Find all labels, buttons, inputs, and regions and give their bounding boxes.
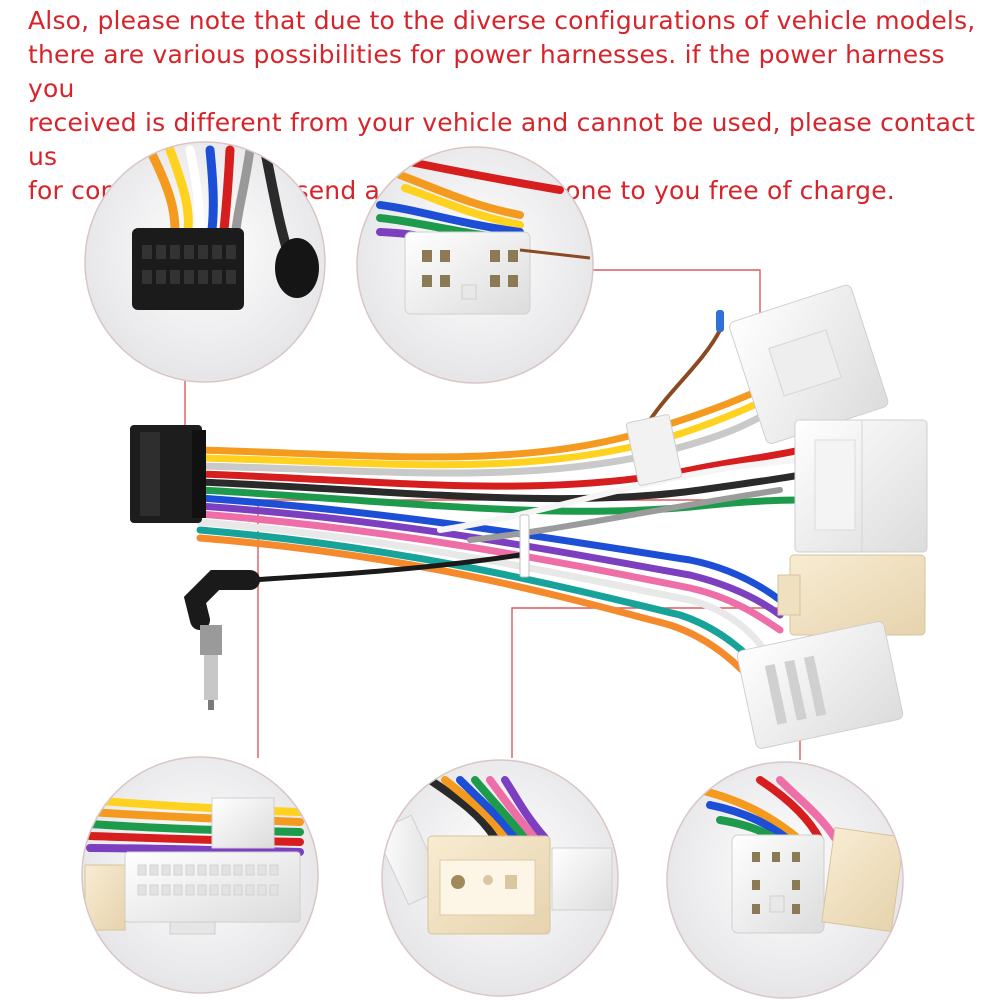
- bottom-white-connector: [736, 621, 904, 749]
- closeup-cream-plug: [381, 759, 619, 997]
- cable-tie: [519, 514, 530, 578]
- cream-connector: [777, 554, 926, 636]
- closeup-iso-16pin-plug: [84, 141, 326, 383]
- antenna-plug: [183, 570, 260, 710]
- closeup-white-6pin-plug: [666, 761, 904, 999]
- black-16pin-connector: [130, 425, 206, 523]
- top-white-connector: [729, 284, 889, 444]
- closeup-white-12pin-plug: [356, 146, 594, 384]
- big-white-connector: [794, 419, 928, 553]
- wire-label-tag: [625, 414, 683, 486]
- main-harness: [130, 284, 928, 749]
- closeup-large-multipin-socket: [81, 756, 319, 994]
- wire-tip: [716, 310, 724, 332]
